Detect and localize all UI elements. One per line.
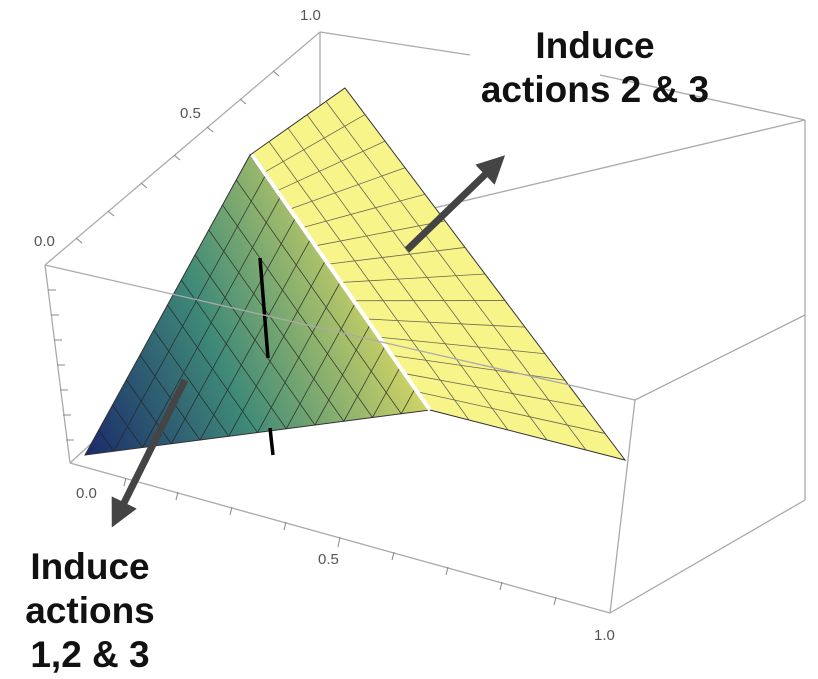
ridge-line <box>250 153 432 412</box>
right-surface <box>249 87 627 461</box>
right-grid-line <box>262 114 366 174</box>
black-segment-upper <box>258 257 270 359</box>
left-surface <box>84 154 431 456</box>
black-segment-lower <box>268 427 275 456</box>
left-grid-line <box>180 279 287 429</box>
tick-front-3: 1.0 <box>594 627 615 644</box>
right-grid-line <box>365 318 526 328</box>
left-grid-line <box>208 229 345 422</box>
left-grid-line <box>199 239 311 441</box>
tick-left-1: 1.0 <box>300 7 321 24</box>
arrow-bottom <box>111 378 189 528</box>
right-grid-line <box>378 336 546 355</box>
right-grid-line <box>404 373 586 408</box>
left-grid-line <box>285 303 356 429</box>
left-grid-line <box>153 329 230 437</box>
annotation-bottom-line-3: 1,2 & 3 <box>30 634 150 675</box>
annotation-bottom: Induce actions 1,2 & 3 <box>0 545 180 677</box>
annotation-top-line-1: Induce <box>535 25 655 66</box>
right-grid-line <box>287 127 509 431</box>
tick-left-2: 0.5 <box>180 105 201 122</box>
right-grid-line <box>301 193 426 229</box>
right-grid-line <box>268 141 470 421</box>
annotation-bottom-line-2: actions <box>25 590 155 631</box>
left-grid-line <box>400 388 416 414</box>
arrow-top <box>404 155 506 253</box>
left-grid-line <box>228 261 326 437</box>
left-grid-line <box>222 204 373 418</box>
right-grid-line <box>288 167 406 211</box>
left-grid-line <box>142 197 281 448</box>
right-grid-line <box>339 273 486 283</box>
right-grid-line <box>327 247 466 265</box>
front-edge-ticks <box>123 477 557 606</box>
right-grid-line <box>314 220 446 247</box>
left-grid-line <box>98 429 115 452</box>
top-edge-ticks <box>75 70 280 244</box>
tick-left-3: 0.0 <box>34 233 55 250</box>
tick-front-1: 0.0 <box>76 485 97 502</box>
left-edge-ticks <box>48 289 74 441</box>
left-grid-line <box>113 176 266 452</box>
left-grid-line <box>125 379 172 444</box>
annotation-top: Induce actions 2 & 3 <box>470 24 720 112</box>
right-grid-line <box>275 140 386 192</box>
annotation-bottom-line-1: Induce <box>30 546 150 587</box>
annotation-top-line-2: actions 2 & 3 <box>480 69 710 110</box>
left-grid-line <box>343 346 386 422</box>
right-grid-line <box>391 354 566 381</box>
tick-front-2: 0.5 <box>318 551 339 568</box>
right-grid-line <box>325 101 587 451</box>
left-grid-line <box>235 179 402 414</box>
right-grid-line <box>306 114 548 441</box>
left-grid-line <box>170 218 296 444</box>
right-grid-line <box>417 391 606 434</box>
